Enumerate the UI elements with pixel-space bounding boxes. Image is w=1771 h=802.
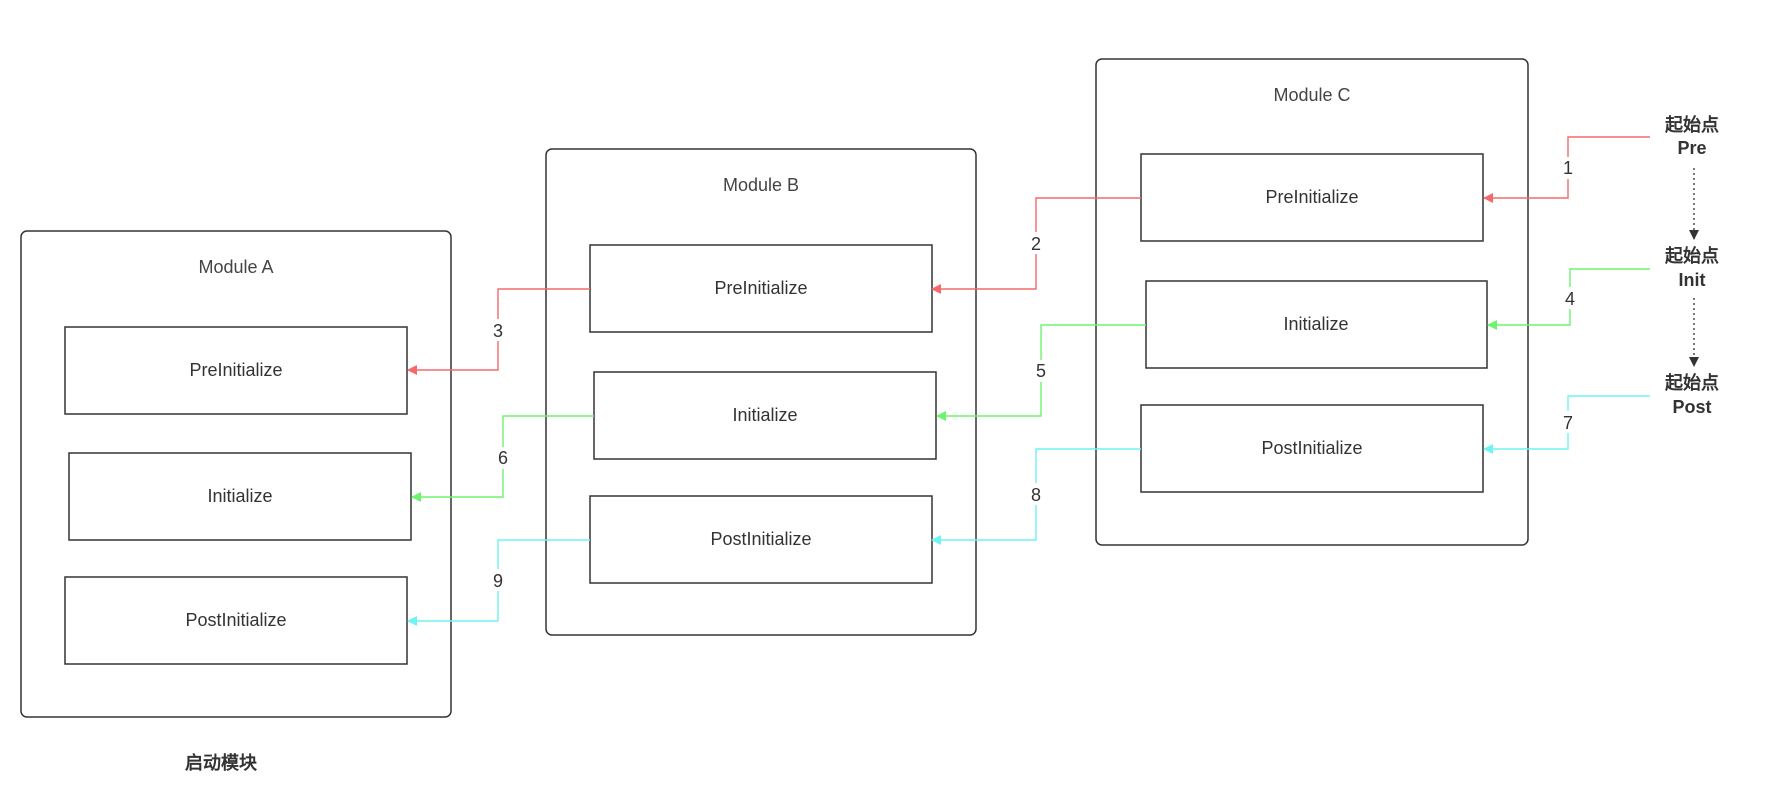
start-point-post-line1: 起始点 (1664, 372, 1719, 393)
step-number-3-label: 3 (493, 321, 503, 341)
module-a-preinitialize-box (64, 326, 408, 415)
step-number-6-label: 6 (498, 448, 508, 468)
module-c-postinitialize-box (1140, 404, 1484, 493)
step-number-2: 2 (1027, 232, 1045, 254)
start-point-pre-line1: 起始点 (1664, 114, 1719, 135)
module-b-initialize-label: Initialize (732, 405, 797, 425)
step-number-8: 8 (1027, 483, 1045, 505)
step-number-1-label: 1 (1563, 158, 1573, 178)
module-b-postinitialize-box (589, 495, 933, 584)
step-number-3: 3 (489, 319, 507, 341)
module-a-initialize-box (68, 452, 412, 541)
module-c-initialize-box (1145, 280, 1488, 369)
step-number-8-label: 8 (1031, 485, 1041, 505)
module-c: Module C PreInitialize Initialize PostIn… (1095, 58, 1529, 546)
start-point-init: 起始点 Init (1664, 245, 1719, 290)
module-a-postinitialize-box (64, 576, 408, 665)
module-a-title: Module A (198, 257, 273, 277)
start-point-init-line1: 起始点 (1664, 245, 1719, 266)
module-c-postinitialize-label: PostInitialize (1261, 438, 1362, 458)
start-point-post: 起始点 Post (1664, 372, 1719, 417)
start-point-init-line2: Init (1679, 270, 1706, 290)
module-c-title: Module C (1273, 85, 1350, 105)
step-number-1: 1 (1559, 157, 1577, 179)
module-a: Module A PreInitialize Initialize PostIn… (20, 230, 452, 718)
module-b-preinitialize-label: PreInitialize (714, 278, 807, 298)
module-a-preinitialize-label: PreInitialize (189, 360, 282, 380)
module-a-initialize-label: Initialize (207, 486, 272, 506)
step-number-5: 5 (1032, 360, 1050, 382)
step-number-7-label: 7 (1563, 413, 1573, 433)
step-number-7: 7 (1559, 411, 1577, 433)
step-number-6: 6 (494, 447, 512, 469)
step-number-5-label: 5 (1036, 361, 1046, 381)
step-number-2-label: 2 (1031, 234, 1041, 254)
module-b: Module B PreInitialize Initialize PostIn… (545, 148, 977, 636)
start-point-pre-line2: Pre (1677, 138, 1706, 158)
module-b-title: Module B (723, 175, 799, 195)
module-c-preinitialize-label: PreInitialize (1265, 187, 1358, 207)
module-b-initialize-box (593, 371, 937, 460)
step-number-4: 4 (1561, 287, 1579, 309)
step-number-9-label: 9 (493, 571, 503, 591)
module-b-postinitialize-label: PostInitialize (710, 529, 811, 549)
step-number-4-label: 4 (1565, 289, 1575, 309)
module-a-postinitialize-label: PostInitialize (185, 610, 286, 630)
module-b-preinitialize-box (589, 244, 933, 333)
start-point-post-line2: Post (1672, 397, 1711, 417)
module-c-initialize-label: Initialize (1283, 314, 1348, 334)
module-c-preinitialize-box (1140, 153, 1484, 242)
start-point-pre: 起始点 Pre (1664, 114, 1719, 158)
step-number-9: 9 (489, 569, 507, 591)
startup-module-caption: 启动模块 (185, 752, 258, 773)
